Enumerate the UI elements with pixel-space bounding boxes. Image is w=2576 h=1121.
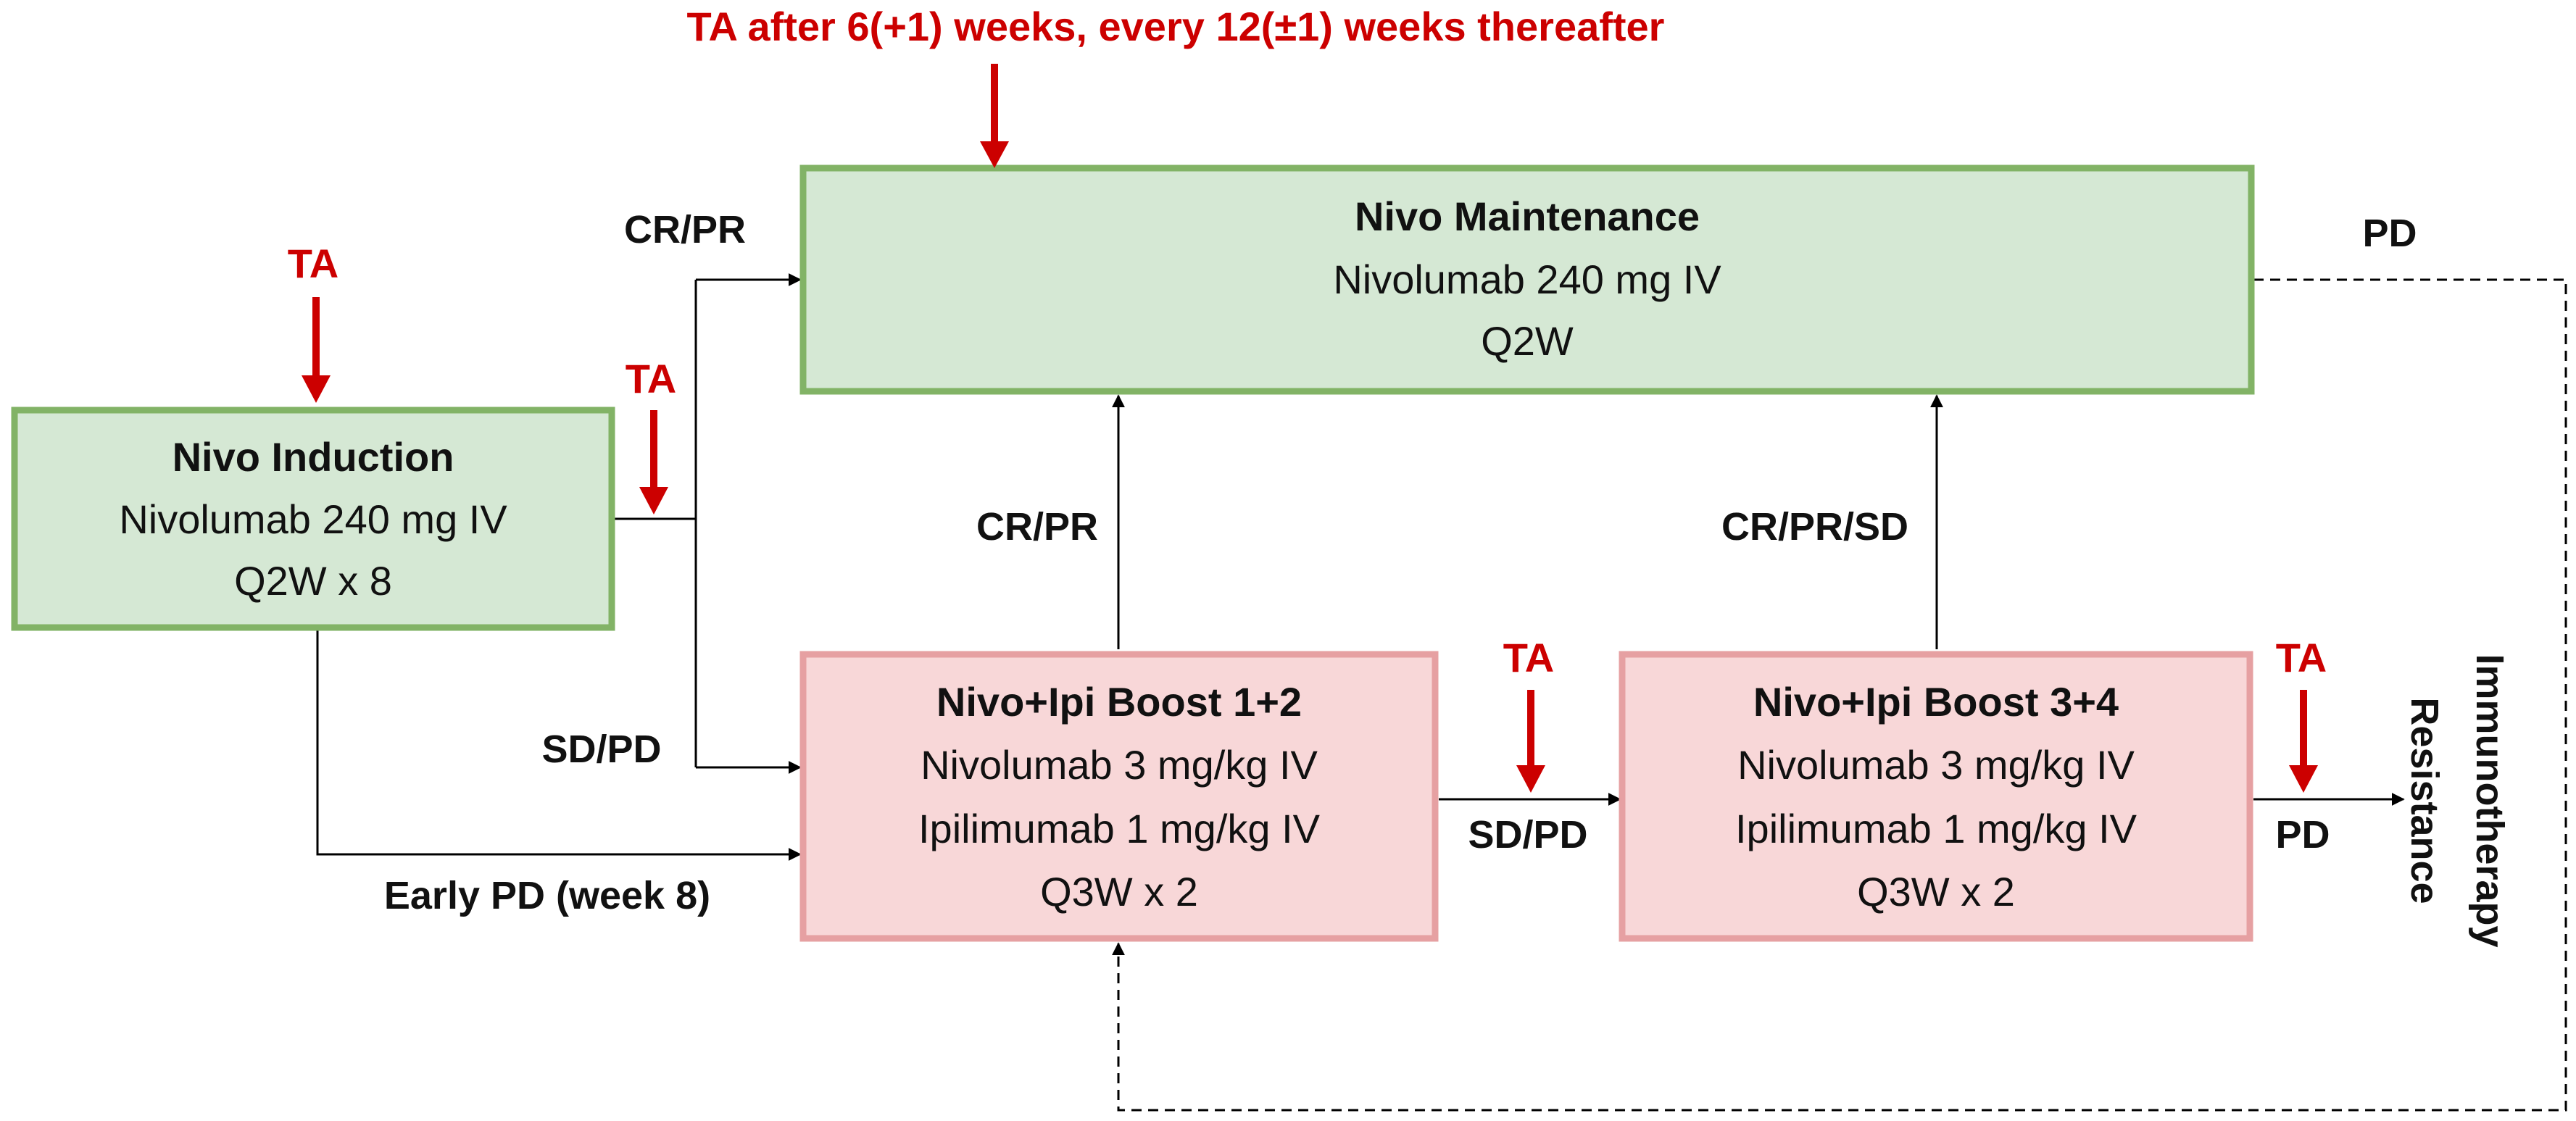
dashed-pd-loop (1112, 278, 2567, 1112)
ta-boost34-arrow (2289, 690, 2318, 793)
nivo-induction-title: Nivo Induction (173, 434, 454, 480)
boost-3-4-schedule: Q3W x 2 (1857, 869, 2015, 914)
boost-1-2-ipilimumab: Ipilimumab 1 mg/kg IV (918, 806, 1321, 851)
label-pd-right: PD (2275, 813, 2330, 857)
nivo-maintenance-schedule: Q2W (1481, 318, 1574, 364)
boost-1-2-nivolumab: Nivolumab 3 mg/kg IV (921, 742, 1318, 788)
assessment-schedule-text: TA after 6(+1) weeks, every 12(±1) weeks… (687, 4, 1665, 49)
nivo-ipi-boost-3-4-box: Nivo+Ipi Boost 3+4 Nivolumab 3 mg/kg IV … (1619, 651, 2253, 942)
nivo-maintenance-title: Nivo Maintenance (1355, 193, 1700, 239)
nivo-maintenance-dose: Nivolumab 240 mg IV (1333, 257, 1721, 302)
nivo-ipi-boost-1-2-box: Nivo+Ipi Boost 1+2 Nivolumab 3 mg/kg IV … (799, 651, 1439, 942)
ta-boost12-arrow (1516, 690, 1545, 793)
boost-3-4-nivolumab: Nivolumab 3 mg/kg IV (1737, 742, 2135, 788)
label-cr-pr-sd: CR/PR/SD (1721, 505, 1908, 549)
nivo-induction-box: Nivo Induction Nivolumab 240 mg IV Q2W x… (11, 407, 615, 631)
ta-boost34-label: TA (2276, 635, 2327, 680)
ta-boost12-label: TA (1503, 635, 1555, 680)
ta-induction-label: TA (288, 241, 339, 286)
label-cr-pr-top: CR/PR (624, 208, 746, 251)
ta-induction-arrow (302, 297, 331, 403)
boost-3-4-ipilimumab: Ipilimumab 1 mg/kg IV (1735, 806, 2137, 851)
nivo-maintenance-box: Nivo Maintenance Nivolumab 240 mg IV Q2W (799, 164, 2255, 395)
ta-header-arrow (980, 64, 1009, 168)
label-sd-pd-left: SD/PD (541, 728, 661, 771)
resistance-line-2: Resistance (2403, 697, 2446, 904)
boost-1-2-schedule: Q3W x 2 (1040, 869, 1198, 914)
label-pd-top-right: PD (2362, 212, 2417, 255)
label-sd-pd-mid: SD/PD (1468, 813, 1587, 857)
resistance-line-1: Immunotherapy (2468, 654, 2511, 947)
label-cr-pr-mid: CR/PR (976, 505, 1098, 549)
arrow-early-pd-to-boost12 (316, 629, 802, 861)
immunotherapy-resistance-label: Immunotherapy Resistance (2403, 654, 2511, 947)
ta-branch-label: TA (626, 356, 677, 401)
label-early-pd: Early PD (week 8) (384, 874, 710, 917)
boost-3-4-title: Nivo+Ipi Boost 3+4 (1753, 679, 2119, 725)
nivo-induction-schedule: Q2W x 8 (234, 558, 392, 604)
ta-branch-arrow (639, 410, 668, 514)
nivo-induction-dose: Nivolumab 240 mg IV (119, 496, 507, 542)
boost-1-2-title: Nivo+Ipi Boost 1+2 (936, 679, 1302, 725)
